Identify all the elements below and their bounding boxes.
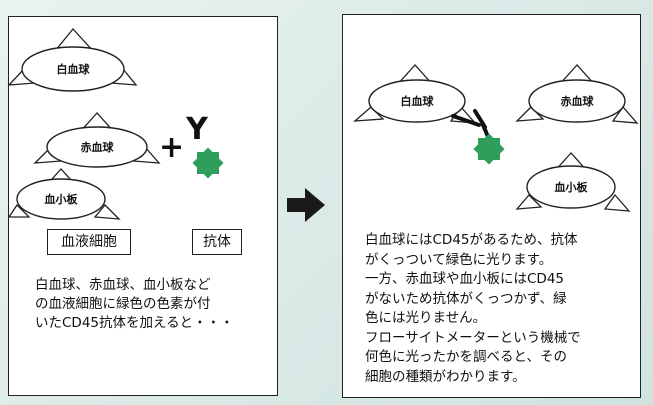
left-panel: 白血球 赤血球 + Y 血小板 血液細胞 抗体 <box>7 16 278 396</box>
cell-spike-left <box>7 203 31 218</box>
cell-spike-right <box>93 204 121 220</box>
right-wbc-label: 白血球 <box>401 94 435 108</box>
right-platelet-cell: 血小板 <box>515 152 631 212</box>
cell-spike-right <box>611 105 639 124</box>
antibody-y-icon: Y <box>185 112 209 147</box>
green-dye-icon <box>192 147 224 179</box>
rbc-membrane <box>46 126 148 168</box>
green-dye-icon <box>473 133 505 165</box>
cell-spike-right <box>603 193 631 212</box>
left-wbc-cell: 白血球 <box>7 28 138 92</box>
wbc-membrane <box>21 46 125 92</box>
platelet-membrane <box>16 178 106 220</box>
right-wbc-cell: 白血球 <box>353 64 477 124</box>
antibody-arm <box>451 114 481 127</box>
antibody-label-box: 抗体 <box>192 229 242 255</box>
right-rbc-label: 赤血球 <box>561 94 595 108</box>
right-description: 白血球にはCD45があるため、抗体 がくっついて緑色に光ります。 一方、赤血球や… <box>365 232 581 385</box>
left-wbc-label: 白血球 <box>57 62 91 76</box>
platelet-membrane <box>526 165 616 209</box>
wbc-membrane <box>368 79 466 123</box>
blood-cells-label-box: 血液細胞 <box>47 229 131 255</box>
right-arrow-icon <box>287 188 325 222</box>
plus-sign: + <box>159 130 184 165</box>
left-platelet-cell: 血小板 <box>7 168 121 220</box>
right-panel: 白血球 赤血球 血小板 白血球にはCD45があ <box>342 14 641 398</box>
left-antibody: Y <box>185 112 224 179</box>
right-platelet-label: 血小板 <box>555 180 589 194</box>
left-description: 白血球、赤血球、血小板など の血液細胞に緑色の色素が付 いたCD45抗体を加える… <box>35 277 234 331</box>
right-rbc-cell: 赤血球 <box>515 64 639 124</box>
rbc-membrane <box>528 79 626 123</box>
right-diagram: 白血球 赤血球 血小板 <box>353 64 639 212</box>
left-platelet-label: 血小板 <box>45 192 79 206</box>
left-diagram: 白血球 赤血球 + Y 血小板 <box>7 28 224 220</box>
bound-antibody <box>451 109 505 165</box>
left-rbc-cell: 赤血球 <box>33 112 161 168</box>
cell-spike-left <box>515 194 543 210</box>
left-rbc-label: 赤血球 <box>81 140 115 154</box>
